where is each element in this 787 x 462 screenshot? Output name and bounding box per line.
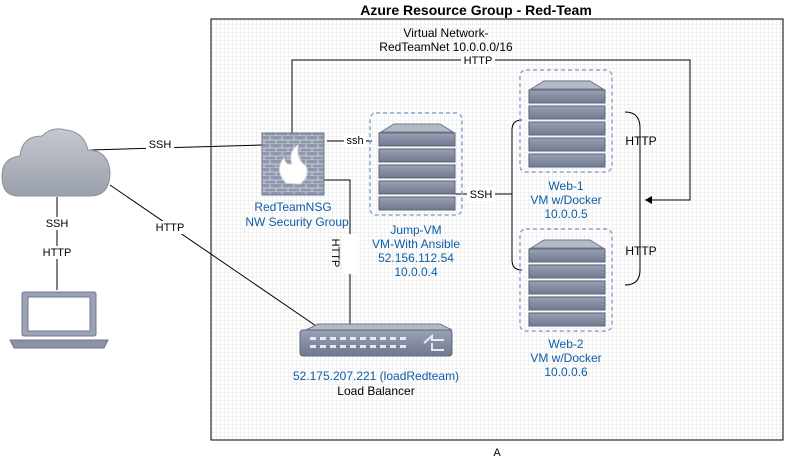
edge-web1-http <box>624 111 641 200</box>
edge-top-http <box>291 59 691 201</box>
edge-label-lb-http: HTTP <box>329 239 341 268</box>
web2-line2: VM w/Docker <box>530 351 601 365</box>
lb-line1: 52.175.207.221 (loadRedteam) <box>293 369 459 383</box>
edge-label-top-http: HTTP <box>464 55 493 67</box>
web1-server-icon <box>519 69 613 173</box>
edge-labels: SSH ssh HTTP SSH HTTP HTTP HTTP HTTP SSH… <box>39 54 657 274</box>
vnet-label-line1: Virtual Network- <box>403 26 488 40</box>
edge-web2-http <box>624 200 641 286</box>
edge-label-nsg-jump: ssh <box>346 135 363 147</box>
diagram-title: Azure Resource Group - Red-Team <box>360 2 592 18</box>
load-balancer-icon <box>299 323 453 357</box>
lb-line2: Load Balancer <box>337 384 414 398</box>
web-brace <box>511 119 523 271</box>
edge-lb-http <box>324 179 351 330</box>
web2-line3: 10.0.0.6 <box>544 365 588 379</box>
resource-group-container <box>210 18 784 441</box>
web2-server-icon <box>519 228 613 332</box>
arrowhead-icon <box>645 196 652 204</box>
jump-vm-line2: VM-With Ansible <box>372 237 460 251</box>
jump-vm-line4: 10.0.0.4 <box>394 265 438 279</box>
web2-line1: Web-2 <box>548 337 583 351</box>
cloud-icon <box>1 128 111 197</box>
edge-cloud-lb <box>109 184 323 331</box>
footer-label: A <box>493 447 501 459</box>
edge-label-cloud-lb: HTTP <box>156 222 185 234</box>
web1-line3: 10.0.0.5 <box>544 207 588 221</box>
jump-vm-server-icon <box>369 112 463 216</box>
connector-lines <box>56 59 691 331</box>
nsg-label-line1: RedTeamNSG <box>254 200 331 214</box>
web1-line2: VM w/Docker <box>530 193 601 207</box>
vnet-label-line2: RedTeamNet 10.0.0.0/16 <box>379 40 513 54</box>
edge-cloud-nsg <box>89 144 263 151</box>
edge-label-web1-http: HTTP <box>625 134 656 148</box>
edge-label-cloud-nsg: SSH <box>149 139 172 151</box>
laptop-icon <box>9 291 109 349</box>
jump-vm-line3: 52.156.112.54 <box>378 251 454 265</box>
edge-label-laptop-ssh: SSH <box>46 218 69 230</box>
edge-label-web2-http: HTTP <box>625 244 656 258</box>
jump-vm-line1: Jump-VM <box>390 223 441 237</box>
edge-label-laptop-http: HTTP <box>43 247 72 259</box>
firewall-icon <box>261 132 325 196</box>
edge-label-jump-web: SSH <box>470 189 493 201</box>
nsg-label-line2: NW Security Group <box>245 215 349 229</box>
web1-line1: Web-1 <box>548 179 583 193</box>
